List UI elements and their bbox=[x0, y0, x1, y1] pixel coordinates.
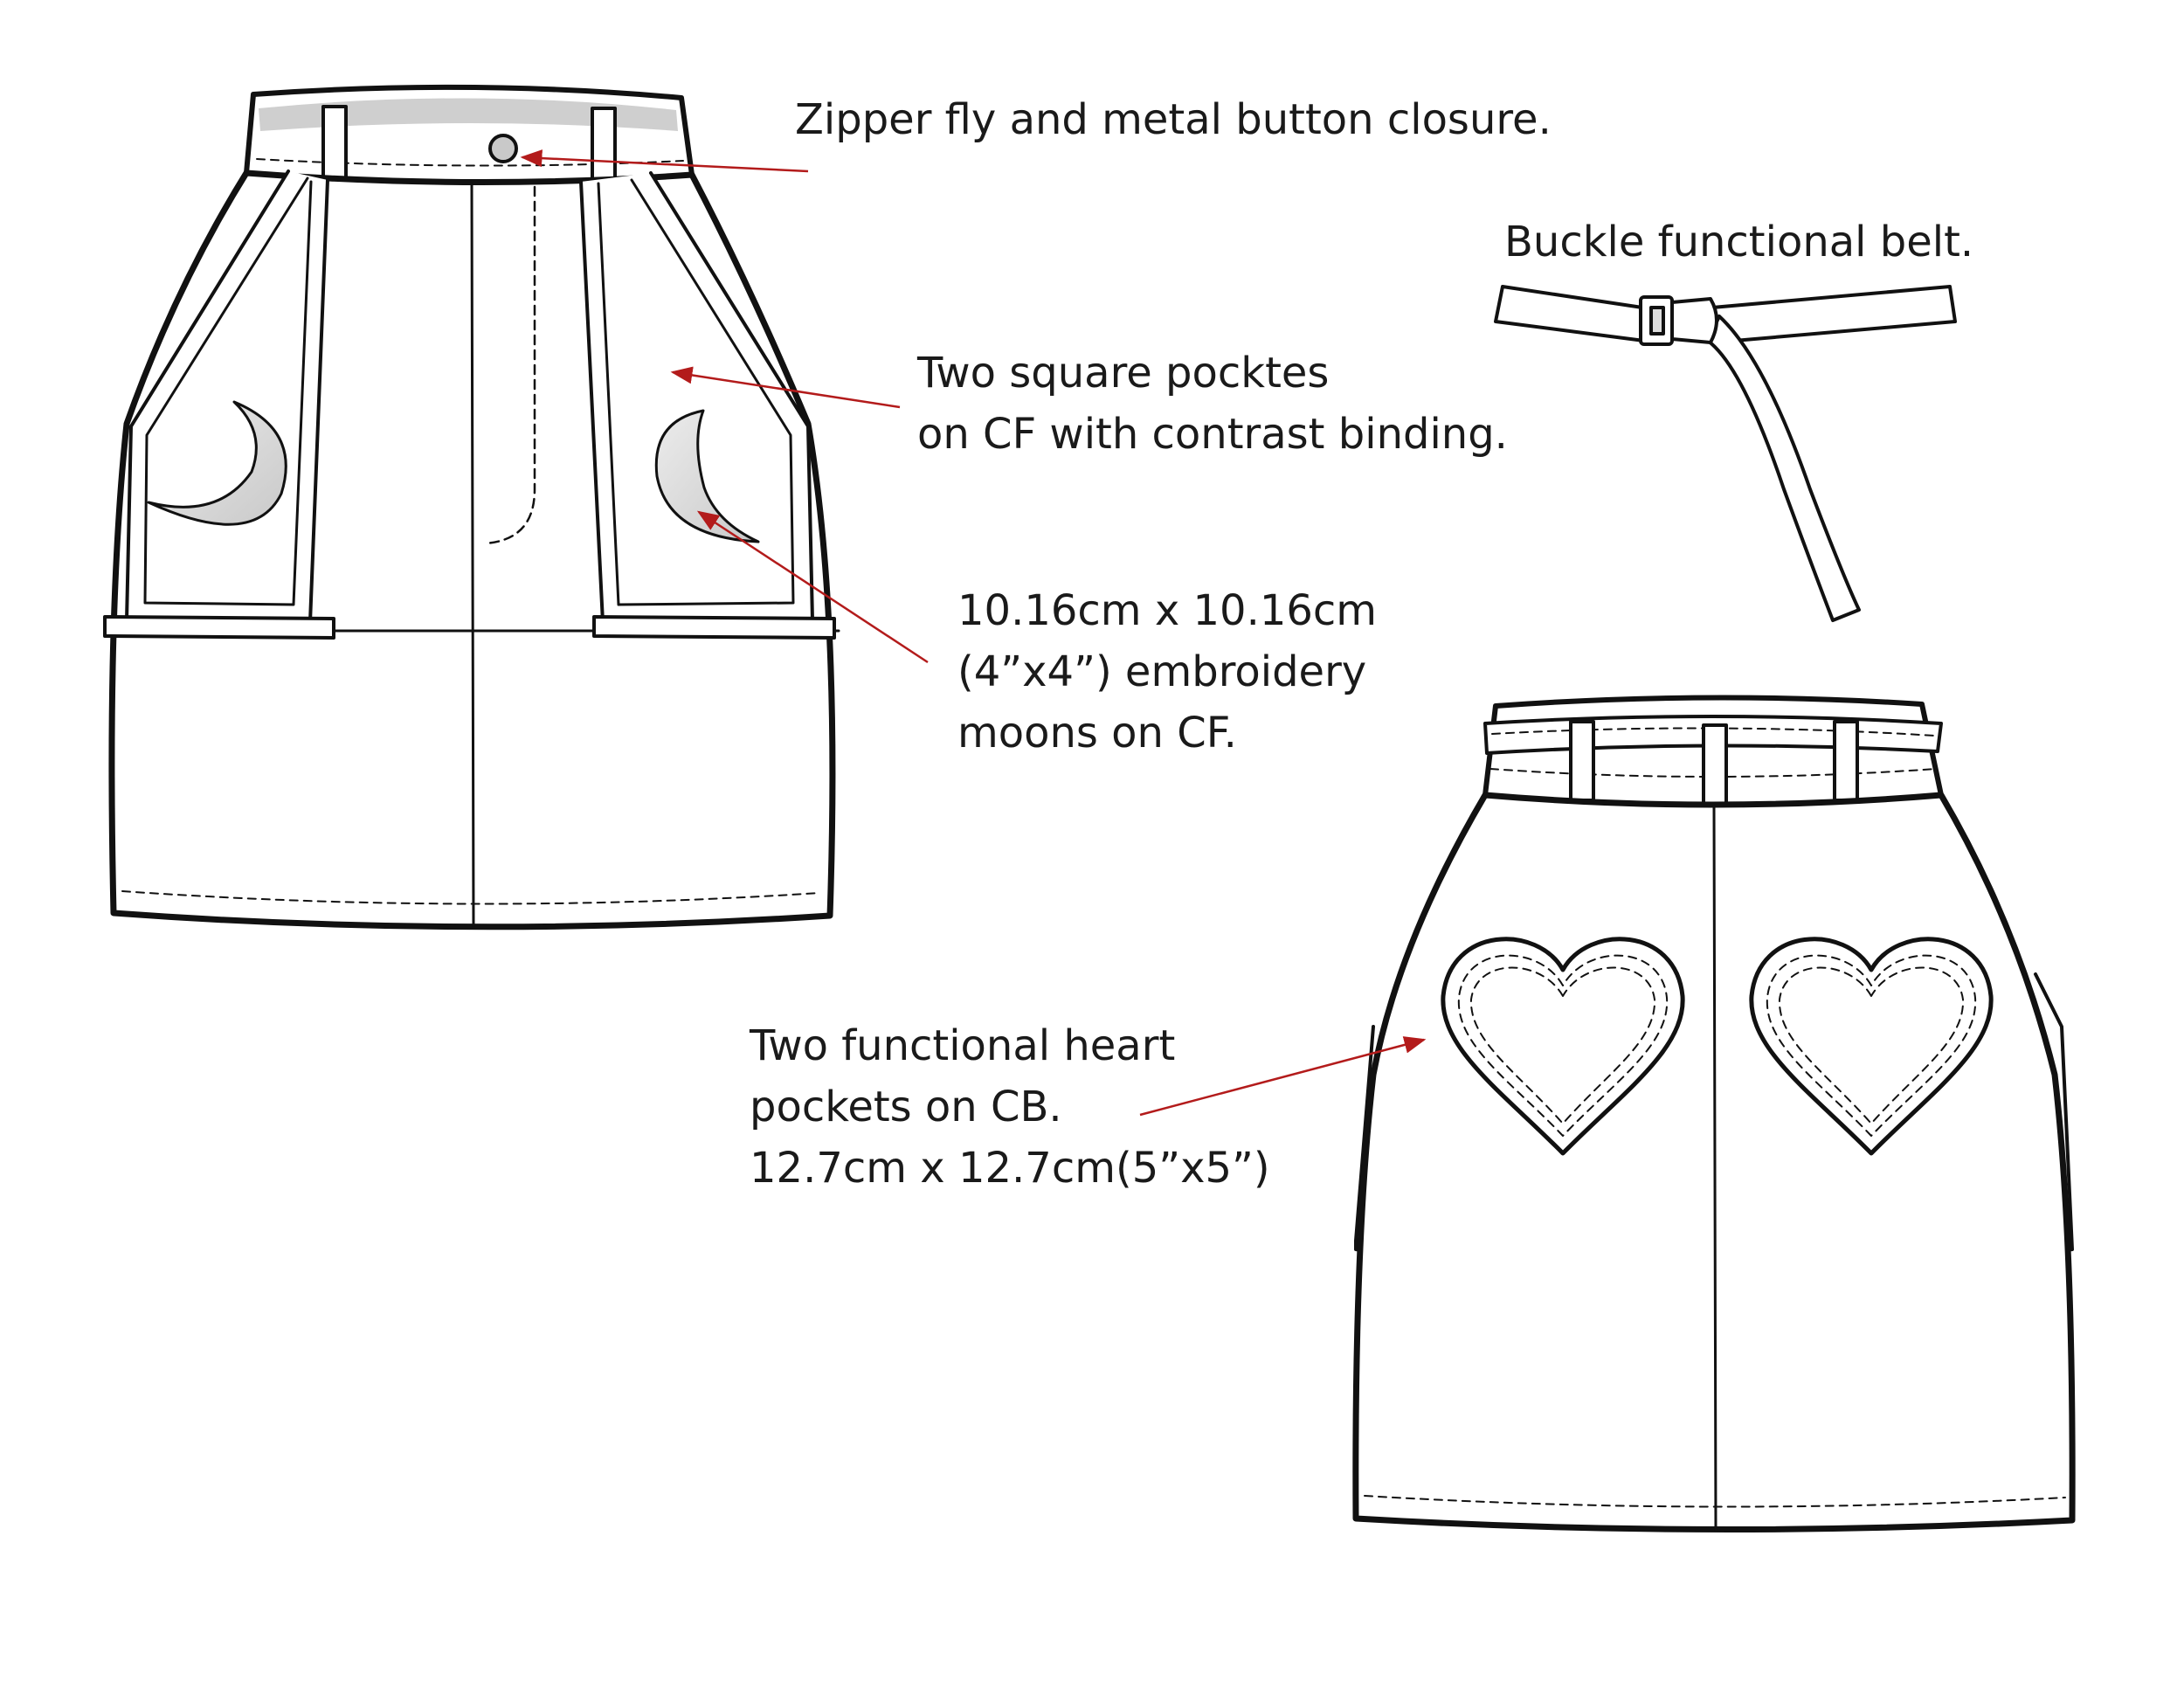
heart-pocket-leader-line bbox=[1139, 1036, 1427, 1117]
front-pockets-annotation-line: on CF with contrast binding. bbox=[917, 410, 1508, 459]
front-belt-loop bbox=[591, 107, 617, 182]
front-pockets-annotation-line: Two square pocktes bbox=[917, 349, 1330, 398]
front-waistband bbox=[244, 84, 695, 185]
belt-annotation: Buckle functional belt. bbox=[1504, 211, 1973, 273]
closure-leader-line bbox=[520, 149, 809, 173]
heart-pockets-annotation-line: pockets on CB. bbox=[750, 1083, 1062, 1131]
front-belt-loop bbox=[321, 105, 348, 180]
heart-pockets-annotation: Two functional heart pockets on CB. 12.7… bbox=[750, 1015, 1270, 1199]
heart-pockets-annotation-line: Two functional heart bbox=[750, 1021, 1176, 1070]
embroidery-annotation-line: moons on CF. bbox=[957, 709, 1237, 758]
heart-pocket-icon bbox=[1749, 937, 1994, 1156]
button-icon bbox=[488, 134, 518, 163]
pocket-leader-line bbox=[670, 366, 901, 409]
back-belt-loop bbox=[1702, 723, 1728, 807]
front-skirt bbox=[103, 84, 840, 930]
buckle-belt bbox=[1494, 285, 1957, 622]
embroidery-annotation: 10.16cm x 10.16cm (4”x4”) embroidery moo… bbox=[957, 580, 1377, 764]
embroidery-annotation-line: 10.16cm x 10.16cm bbox=[957, 586, 1378, 635]
back-waistband bbox=[1482, 695, 1944, 807]
moon-embroidery-icon bbox=[147, 400, 287, 526]
closure-annotation: Zipper fly and metal button closure. bbox=[795, 89, 1552, 150]
embroidery-leader-line bbox=[696, 510, 929, 664]
front-pocket-right bbox=[579, 171, 836, 640]
heart-pockets-annotation-line: 12.7cm x 12.7cm(5”x5”) bbox=[750, 1144, 1270, 1193]
embroidery-annotation-line: (4”x4”) embroidery bbox=[957, 647, 1367, 696]
back-belt-loop bbox=[1569, 720, 1595, 802]
buckle-icon bbox=[1639, 295, 1718, 346]
back-skirt bbox=[1352, 695, 2076, 1533]
front-pockets-annotation: Two square pocktes on CF with contrast b… bbox=[917, 342, 1508, 465]
closure-annotation-line: Zipper fly and metal button closure. bbox=[795, 95, 1552, 144]
back-belt-loop bbox=[1833, 720, 1859, 802]
belt-annotation-line: Buckle functional belt. bbox=[1504, 218, 1974, 266]
heart-pocket-icon bbox=[1441, 937, 1685, 1156]
moon-embroidery-icon bbox=[654, 409, 760, 543]
leader-lines bbox=[520, 149, 1427, 1117]
